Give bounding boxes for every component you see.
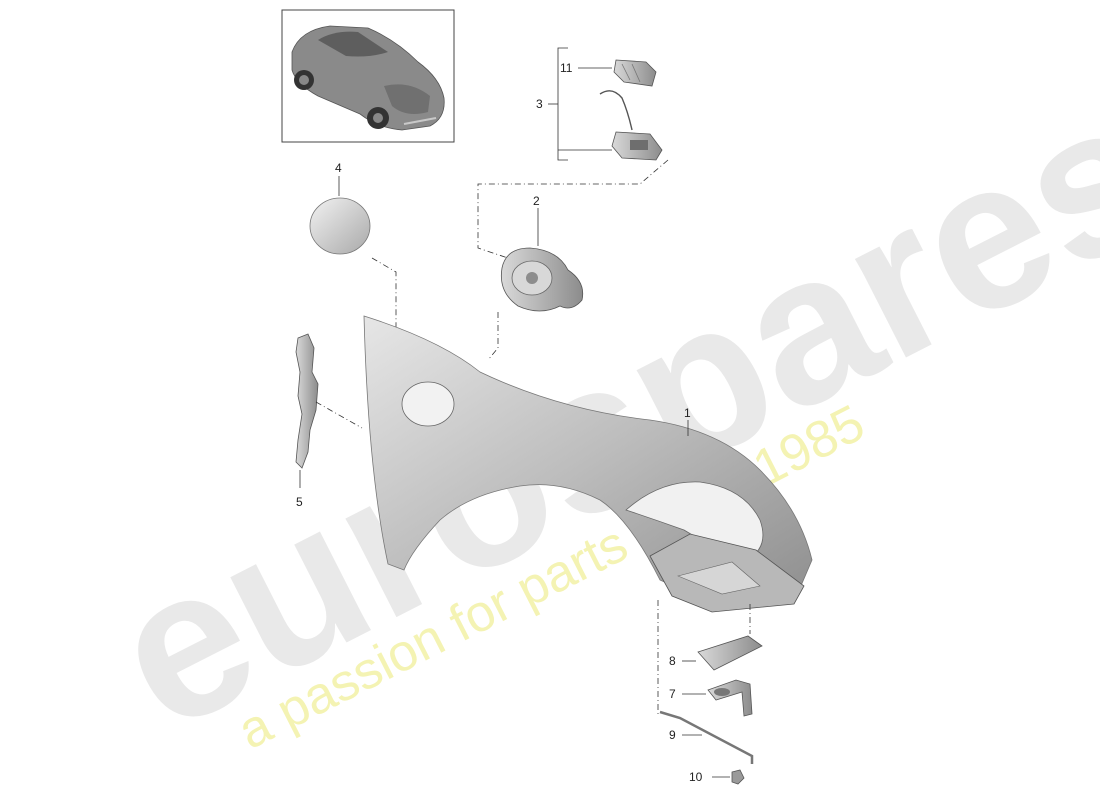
- part-1-front-fender: [363, 315, 813, 613]
- part-3-actuator-assembly: [477, 47, 669, 263]
- callout-4: 4: [335, 161, 342, 175]
- callout-labels: 11 3 4 2 1 5 8 7 9 10: [296, 61, 703, 784]
- part-8-plate: [682, 635, 763, 671]
- callout-1: 1: [684, 406, 691, 420]
- vehicle-thumbnail: [281, 9, 455, 143]
- callout-5: 5: [296, 495, 303, 509]
- car-icon: [291, 25, 445, 131]
- callout-7: 7: [669, 687, 676, 701]
- part-2-filler-housing: [487, 208, 584, 361]
- part-5-bracket: [295, 333, 363, 488]
- lower-mounting-parts: [657, 600, 763, 785]
- part-11-connector: [613, 59, 657, 87]
- callout-3: 3: [536, 97, 543, 111]
- callout-2: 2: [533, 194, 540, 208]
- part-9-rod: [659, 710, 754, 764]
- callout-10: 10: [689, 770, 703, 784]
- callout-11: 11: [560, 61, 573, 75]
- callout-9: 9: [669, 728, 676, 742]
- actuator-body: [611, 131, 663, 161]
- callout-8: 8: [669, 654, 676, 668]
- part-7-bracket: [682, 679, 753, 717]
- part-10-clip: [712, 769, 745, 785]
